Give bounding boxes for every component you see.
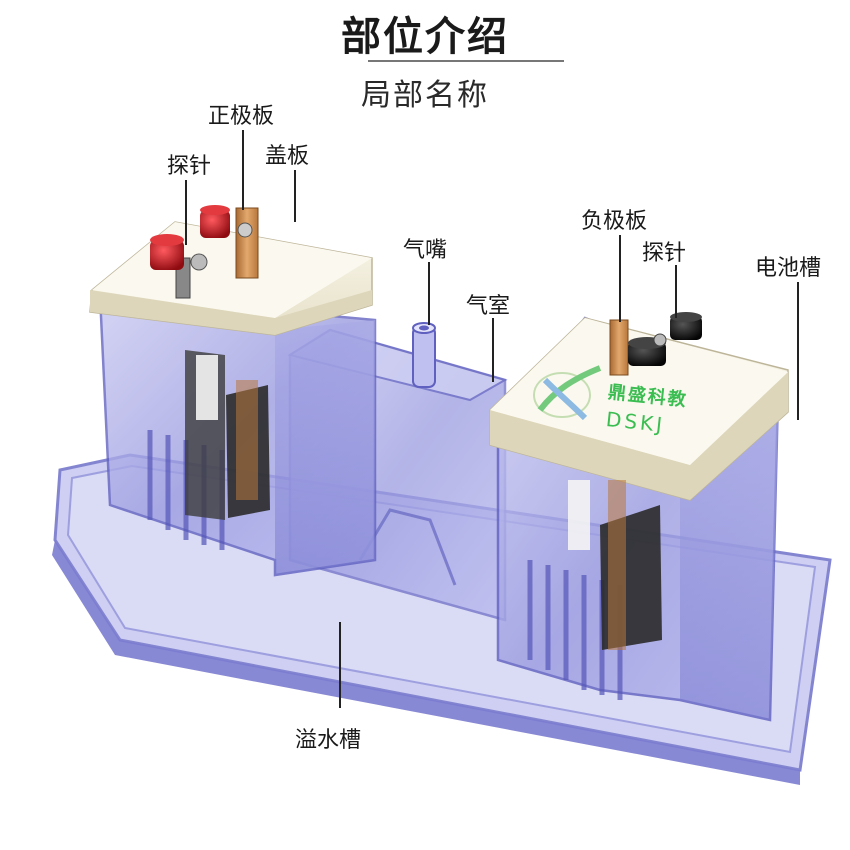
gas-nozzle-label: 气嘴 <box>403 238 448 263</box>
right-probe-terminal <box>628 312 702 366</box>
battery-tank-label: 电池槽 <box>755 256 822 281</box>
page-subtitle: 局部名称 <box>361 78 489 113</box>
right-cover-plate <box>489 317 789 501</box>
probe-left-label: 探针 <box>167 154 212 179</box>
positive-plate-label: 正极板 <box>208 104 275 129</box>
cover-plate-label: 盖板 <box>265 144 310 169</box>
brand-logo-icon <box>533 365 602 421</box>
leader-lines <box>185 130 799 708</box>
negative-plate <box>608 319 629 650</box>
negative-plate-label: 负极板 <box>581 209 648 234</box>
page-title: 部位介绍 <box>341 14 509 60</box>
probe-right-label: 探针 <box>642 241 687 266</box>
left-probe-terminal <box>150 205 253 299</box>
gas-chamber-label: 气室 <box>466 294 511 319</box>
overflow-tank-label: 溢水槽 <box>295 728 362 753</box>
gas-nozzle <box>412 322 436 388</box>
title-divider <box>368 60 564 62</box>
